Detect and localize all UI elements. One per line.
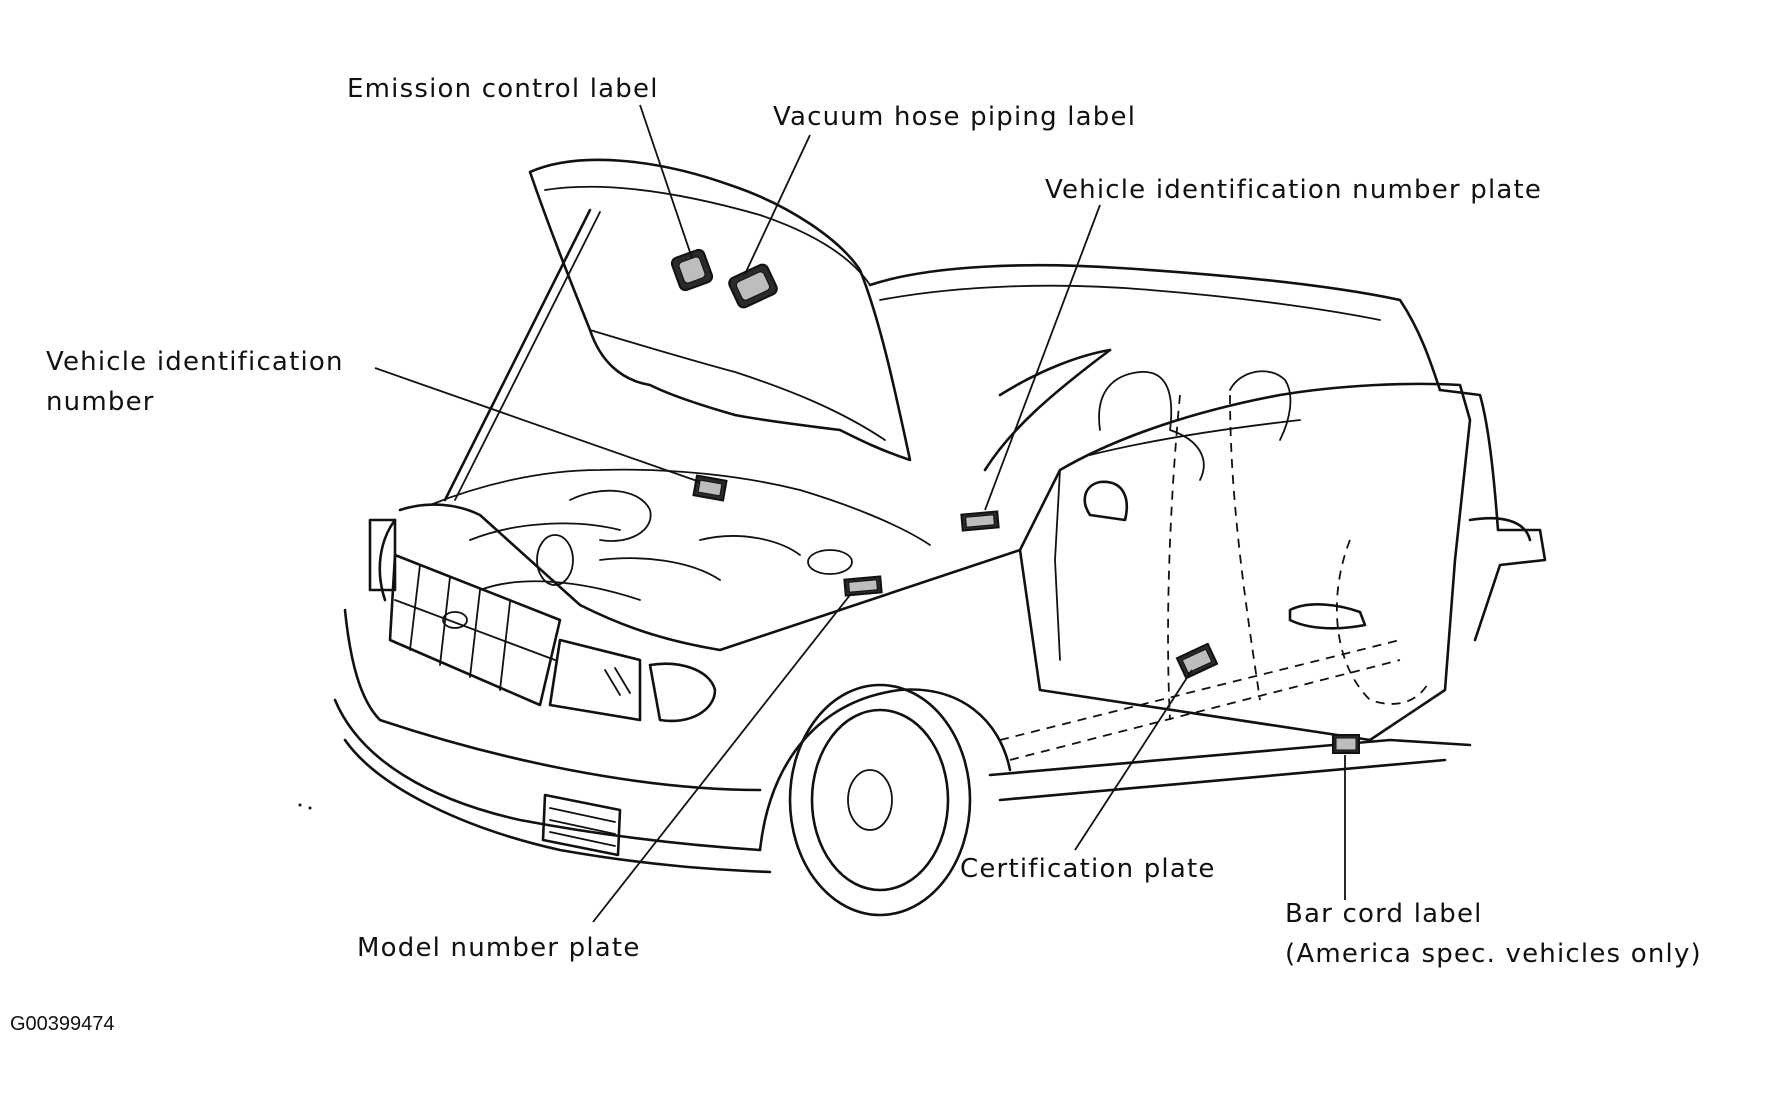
certification-plate-label-text: Certification plate (960, 854, 1216, 884)
callout-labels: Emission control label Vacuum hose pipin… (10, 74, 1702, 1035)
vacuum-hose-leader (744, 134, 811, 275)
front-bumper (333, 698, 762, 852)
bar-cord-label-text-line1: Bar cord label (1285, 899, 1483, 929)
emission-control-label-marker (670, 248, 714, 292)
bar-cord-label-marker (1332, 734, 1360, 754)
headlight-right (548, 638, 642, 722)
roof (868, 263, 1442, 392)
open-front-door (1018, 382, 1472, 742)
front-wheel (788, 683, 972, 917)
model-plate-marker (843, 575, 883, 597)
hood-prop-rod (443, 208, 592, 502)
front-fender (758, 688, 1012, 852)
vacuum-hose-label-marker (728, 263, 778, 309)
vin-label-text-line2: number (46, 387, 155, 417)
front-grille (388, 553, 562, 707)
vin-label-text-line1: Vehicle identification (46, 347, 344, 377)
bar-cord-label-text-line2: (America spec. vehicles only) (1285, 939, 1702, 969)
emission-control-leader (639, 104, 693, 259)
plate-markers (670, 248, 1360, 754)
model-plate-leader (592, 594, 851, 923)
rear-door (1438, 388, 1547, 642)
fog-light-vent (541, 793, 622, 857)
front-body (398, 503, 1022, 652)
leader-lines (374, 104, 1346, 923)
engine-bay (429, 468, 931, 546)
vehicle-drawing (298, 158, 1547, 917)
emission-control-label-text: Emission control label (347, 74, 659, 104)
headlight-left (368, 518, 397, 592)
certification-plate-leader (1074, 669, 1193, 851)
vin-leader (374, 367, 701, 483)
vin-plate-marker (960, 510, 1000, 532)
vin-marker (692, 474, 728, 502)
figure-id: G00399474 (10, 1013, 115, 1035)
side-mirror (1083, 480, 1129, 522)
model-plate-label-text: Model number plate (357, 933, 641, 963)
vacuum-hose-label-text: Vacuum hose piping label (773, 102, 1136, 132)
open-hood (528, 158, 912, 462)
front-seat (1098, 371, 1205, 481)
vin-plate-leader (984, 204, 1101, 511)
vin-plate-label-text: Vehicle identification number plate (1045, 175, 1542, 205)
certification-plate-marker (1175, 642, 1219, 680)
